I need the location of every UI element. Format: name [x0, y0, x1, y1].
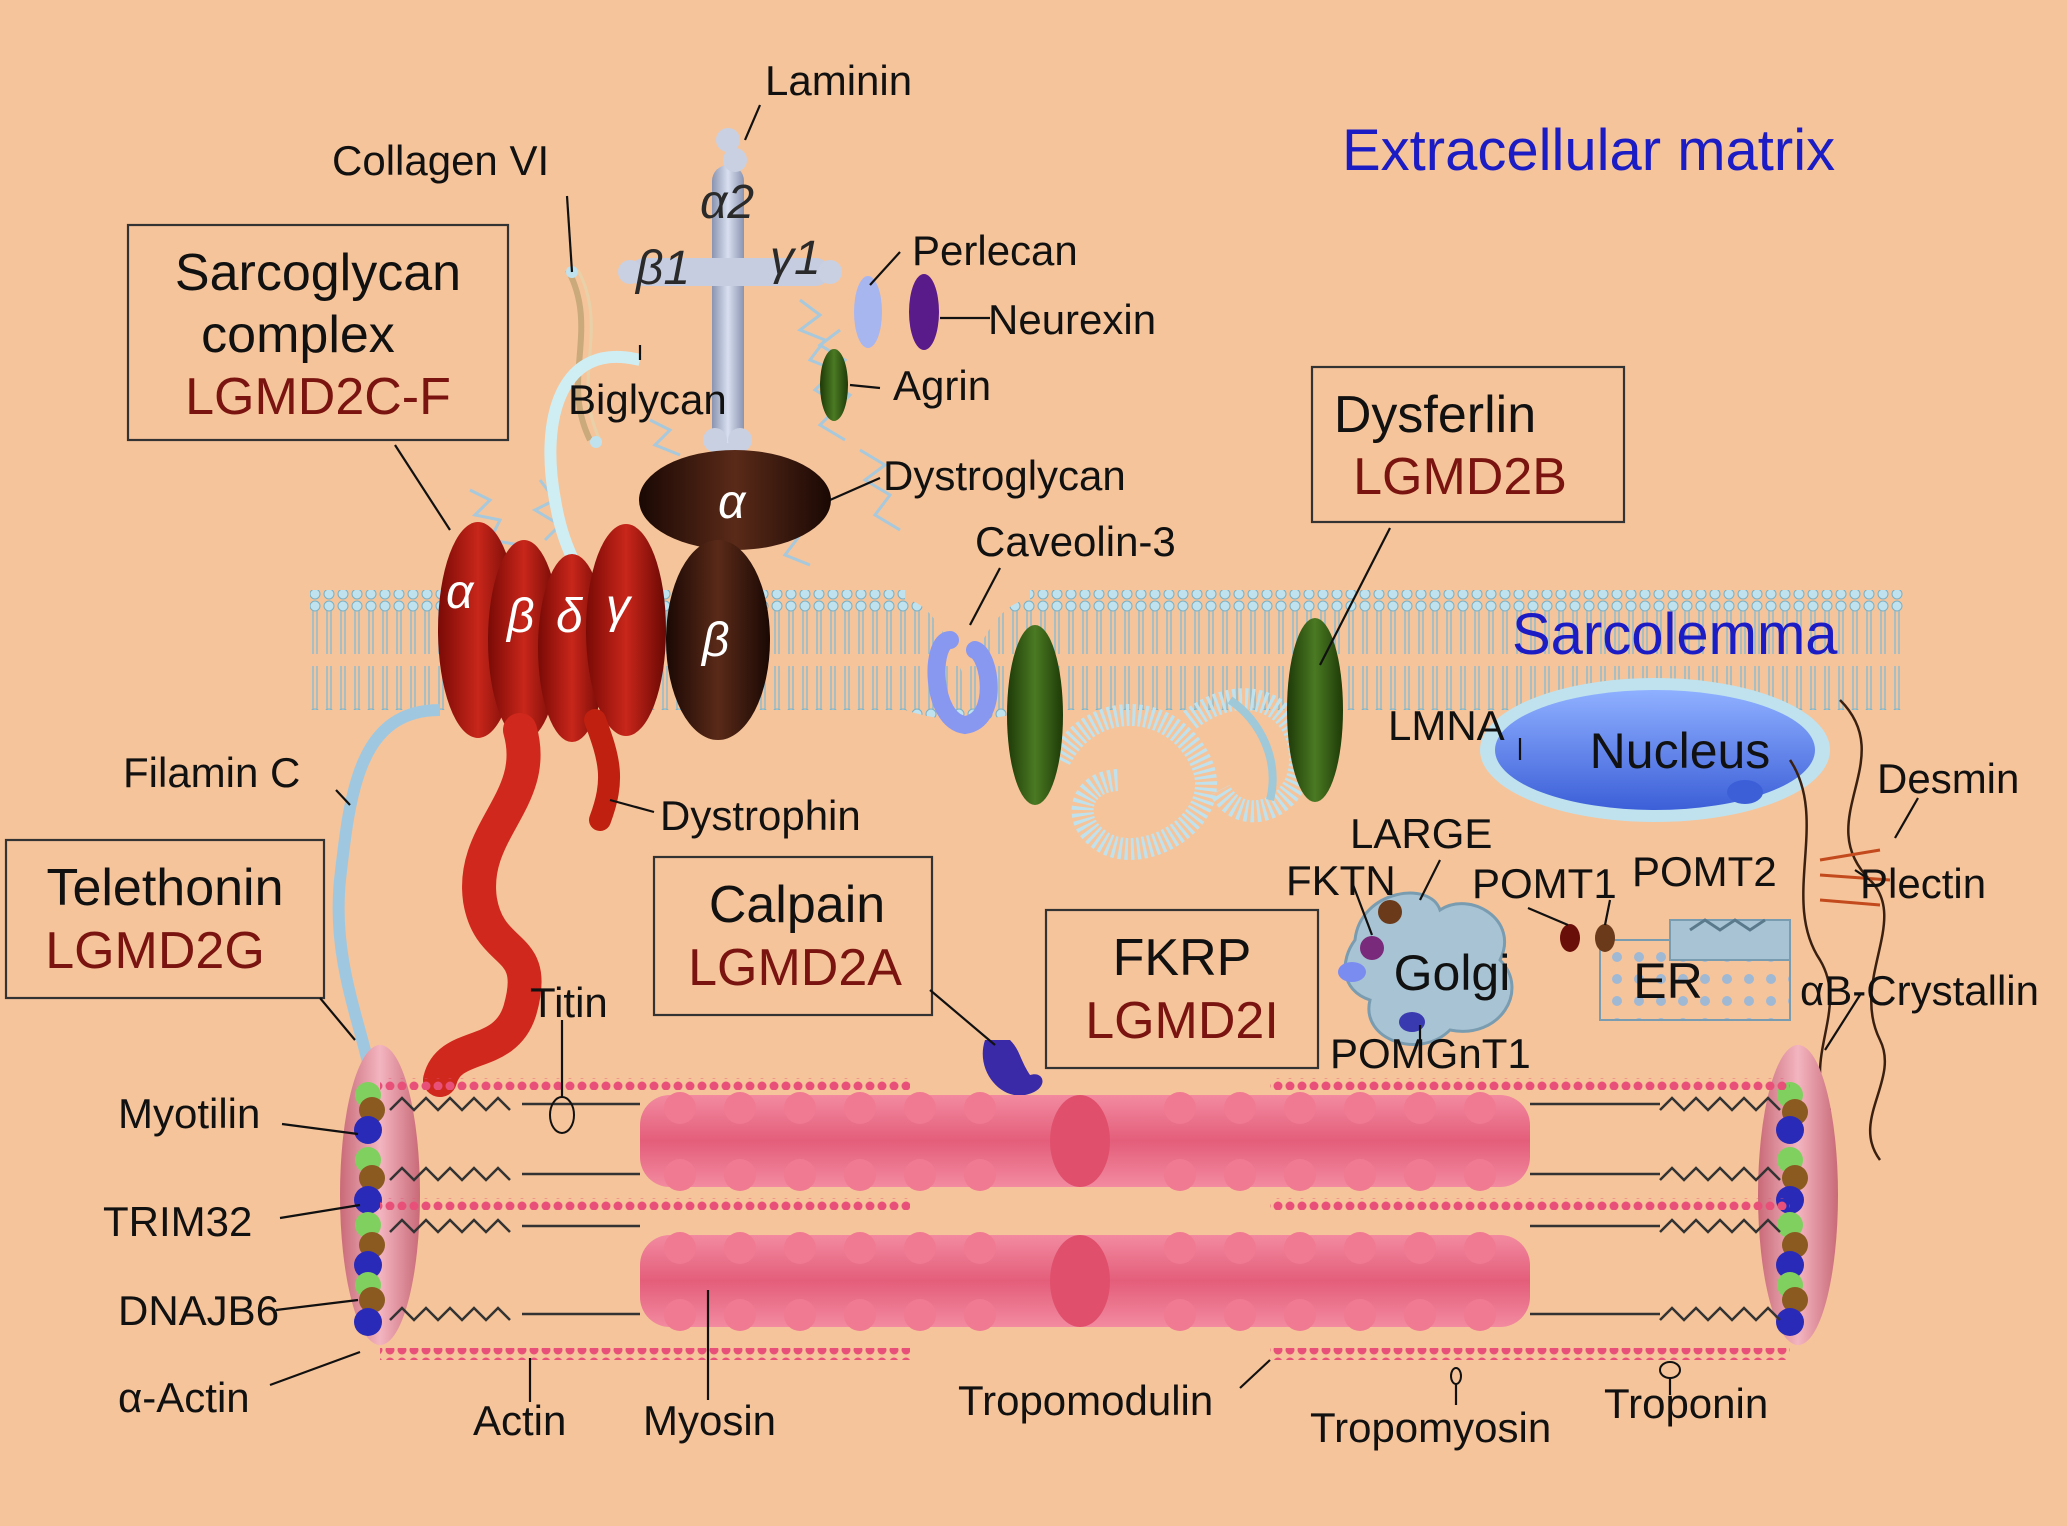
plectin-lines: [1819, 848, 1891, 907]
beta-dystroglycan: [666, 540, 770, 740]
pomt2-label: POMT2: [1632, 848, 1777, 895]
telethonin-box: Telethonin LGMD2G: [4, 838, 326, 1000]
tropomyosin-label: Tropomyosin: [1310, 1404, 1551, 1451]
caveolin-3: [927, 631, 998, 735]
myotilin-label: Myotilin: [118, 1090, 260, 1137]
fkrp-title: FKRP: [1113, 929, 1252, 987]
calpain-box: Calpain LGMD2A: [652, 855, 934, 1017]
fktn-label: FKTN: [1286, 857, 1396, 904]
dysferlin-title: Dysferlin: [1334, 386, 1536, 444]
sarcoglycan-disease: LGMD2C-F: [185, 368, 451, 426]
dnajb6-label: DNAJB6: [118, 1287, 279, 1334]
dystrophin-label: Dystrophin: [660, 792, 861, 839]
caveolae: [1050, 688, 1312, 860]
sg-beta-label: β: [505, 590, 534, 643]
collagen-vi-label: Collagen VI: [332, 137, 549, 184]
alpha-dystroglycan-label: α: [718, 476, 747, 529]
desmin-filament: [1839, 699, 1887, 1161]
dysferlin-disease: LGMD2B: [1353, 448, 1567, 506]
endoplasmic-reticulum: [1560, 918, 1791, 1021]
myosin-label: Myosin: [643, 1397, 776, 1444]
nucleus: [1480, 678, 1830, 822]
perlecan: [854, 276, 882, 348]
dystroglycan-label: Dystroglycan: [883, 452, 1126, 499]
extracellular-matrix-title: Extracellular matrix: [1342, 118, 1835, 183]
sarcoglycan-title-1: Sarcoglycan: [175, 244, 461, 302]
trim32-label: TRIM32: [103, 1198, 252, 1245]
laminin-beta1: β1: [634, 242, 690, 295]
a-actin-label: α-Actin: [118, 1374, 250, 1421]
protein-labels: Laminin Collagen VI Perlecan Neurexin Ag…: [103, 57, 2039, 1451]
troponin-label: Troponin: [1604, 1380, 1768, 1427]
calpain-disease: LGMD2A: [688, 939, 902, 997]
leader-lines: [269, 104, 1919, 1405]
beta-dystroglycan-label: β: [700, 614, 729, 667]
desmin-label: Desmin: [1877, 755, 2019, 802]
sarcolemma-title: Sarcolemma: [1512, 602, 1838, 667]
titin-label: Titin: [530, 979, 608, 1026]
agrin-label: Agrin: [893, 362, 991, 409]
ab-crystallin-label: αB-Crystallin: [1800, 967, 2039, 1014]
sarcoglycan-complex: [438, 522, 666, 742]
biglycan-label: Biglycan: [568, 376, 727, 423]
golgi: [1338, 891, 1514, 1046]
filamin-c: [332, 704, 441, 1082]
filamin-c-label: Filamin C: [123, 749, 300, 796]
calpain-protein: [982, 1040, 1043, 1096]
telethonin-title: Telethonin: [46, 859, 283, 917]
laminin: [618, 128, 842, 475]
dysferlin-box: Dysferlin LGMD2B: [1310, 365, 1626, 524]
neurexin: [909, 274, 939, 350]
fkrp-box: FKRP LGMD2I: [1044, 908, 1320, 1070]
agrin: [820, 349, 848, 421]
sg-delta-label: δ: [556, 590, 584, 643]
dystrophin: [423, 713, 542, 1097]
calpain-title: Calpain: [709, 876, 885, 934]
sarcoglycan-title-2: complex: [201, 306, 395, 364]
pomt1-label: POMT1: [1472, 860, 1617, 907]
laminin-alpha2: α2: [700, 176, 754, 229]
actin-label: Actin: [473, 1397, 566, 1444]
fkrp-disease: LGMD2I: [1085, 992, 1279, 1050]
sg-alpha-label: α: [446, 566, 475, 619]
alpha-dystroglycan: [639, 450, 831, 550]
golgi-label: Golgi: [1394, 945, 1511, 1001]
telethonin-disease: LGMD2G: [45, 922, 265, 980]
large-label: LARGE: [1350, 810, 1492, 857]
dysferlin-protein-1: [1007, 625, 1063, 805]
tropomodulin-label: Tropomodulin: [958, 1377, 1213, 1424]
dysferlin-protein-2: [1287, 618, 1343, 802]
sarcomere: [340, 1045, 1838, 1385]
laminin-label: Laminin: [765, 57, 912, 104]
plectin-label: Plectin: [1860, 860, 1986, 907]
er-label: ER: [1633, 953, 1702, 1009]
neurexin-label: Neurexin: [988, 296, 1156, 343]
sg-gamma-label: γ: [606, 580, 633, 633]
pomgnt1-label: POMGnT1: [1330, 1030, 1531, 1077]
sarcoglycan-box: Sarcoglycan complex LGMD2C-F: [126, 223, 510, 442]
nucleus-label: Nucleus: [1590, 723, 1771, 779]
caveolin-3-label: Caveolin-3: [975, 518, 1176, 565]
lmna-label: LMNA: [1388, 702, 1505, 749]
perlecan-label: Perlecan: [912, 227, 1078, 274]
laminin-gamma1: γ1: [770, 232, 821, 285]
